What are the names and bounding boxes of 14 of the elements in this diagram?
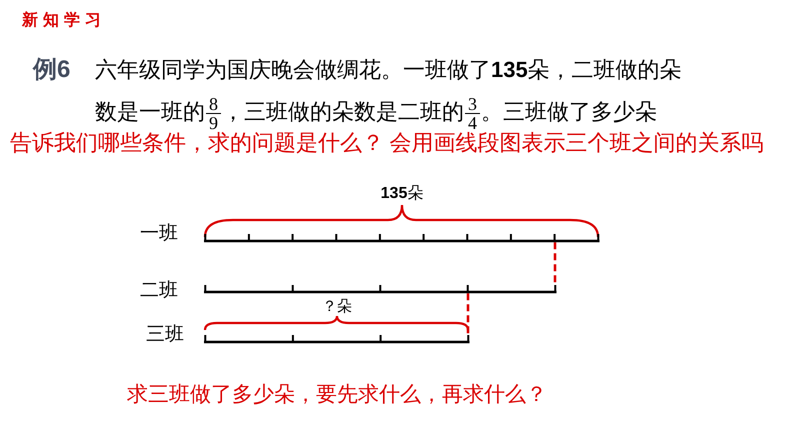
bar-label: 三班 xyxy=(146,324,184,347)
bar-label: 一班 xyxy=(140,223,178,246)
guiding-question: 求三班做了多少朵，要先求什么，再求什么？ xyxy=(127,382,547,408)
section-heading: 新知学习 xyxy=(22,10,106,30)
example-number: 例6 xyxy=(33,56,70,85)
line-segment-bar xyxy=(204,285,556,294)
bar-label: 二班 xyxy=(140,280,178,303)
line-segment-bar xyxy=(204,335,470,344)
dashed-connector xyxy=(554,242,556,285)
brace-label: 135朵 xyxy=(380,184,424,204)
guiding-question: 告诉我们哪些条件，求的问题是什么？ 会用画线段图表示三个班之间的关系吗 xyxy=(10,130,764,156)
dashed-connector xyxy=(466,293,470,335)
line-segment-bar xyxy=(204,234,600,242)
brace-label: ？朵 xyxy=(322,298,352,316)
